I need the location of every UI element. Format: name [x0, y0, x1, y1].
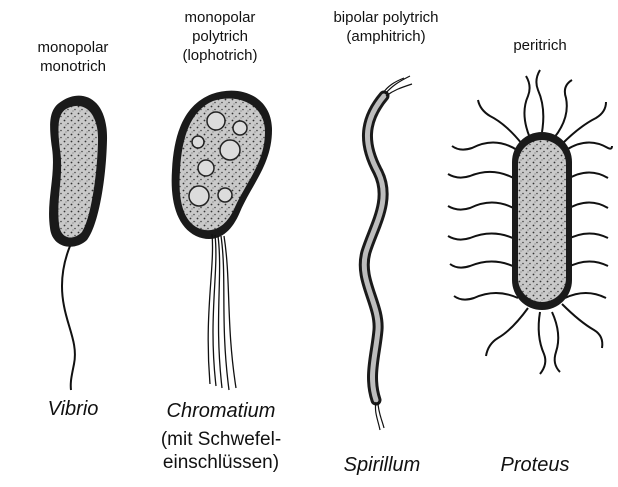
proteus-type-line-1: peritrich	[490, 36, 590, 55]
spirillum-type-line-1: bipolar polytrich	[298, 8, 474, 27]
chromatium-type-line-3: (lophotrich)	[150, 46, 290, 65]
vibrio-flagellation-label: monopolar monotrich	[18, 38, 128, 76]
vibrio-flagellum	[62, 246, 75, 390]
chromatium-cell	[172, 91, 272, 239]
chromatium-note-line-2: einschlüssen)	[136, 451, 306, 474]
spirillum-flagella	[375, 76, 412, 430]
proteus-genus-label: Proteus	[480, 454, 590, 477]
vibrio-type-line-1: monopolar	[18, 38, 128, 57]
chromatium-note-line-1: (mit Schwefel-	[136, 428, 306, 451]
spirillum-genus-label: Spirillum	[322, 454, 442, 477]
spirillum-type-line-2: (amphitrich)	[298, 27, 474, 46]
vibrio-cell	[49, 96, 107, 247]
chromatium-inclusions-note: (mit Schwefel- einschlüssen)	[136, 428, 306, 474]
spirillum-cell	[364, 96, 384, 400]
proteus-flagellation-label: peritrich	[490, 36, 590, 55]
vibrio-type-line-2: monotrich	[18, 57, 128, 76]
chromatium-genus-label: Chromatium	[136, 400, 306, 423]
chromatium-type-line-2: polytrich	[150, 27, 290, 46]
chromatium-flagellation-label: monopolar polytrich (lophotrich)	[150, 8, 290, 65]
spirillum-flagellation-label: bipolar polytrich (amphitrich)	[298, 8, 474, 46]
chromatium-type-line-1: monopolar	[150, 8, 290, 27]
chromatium-flagella-tuft	[208, 234, 236, 390]
vibrio-genus-label: Vibrio	[18, 398, 128, 421]
proteus-cell	[512, 132, 572, 310]
